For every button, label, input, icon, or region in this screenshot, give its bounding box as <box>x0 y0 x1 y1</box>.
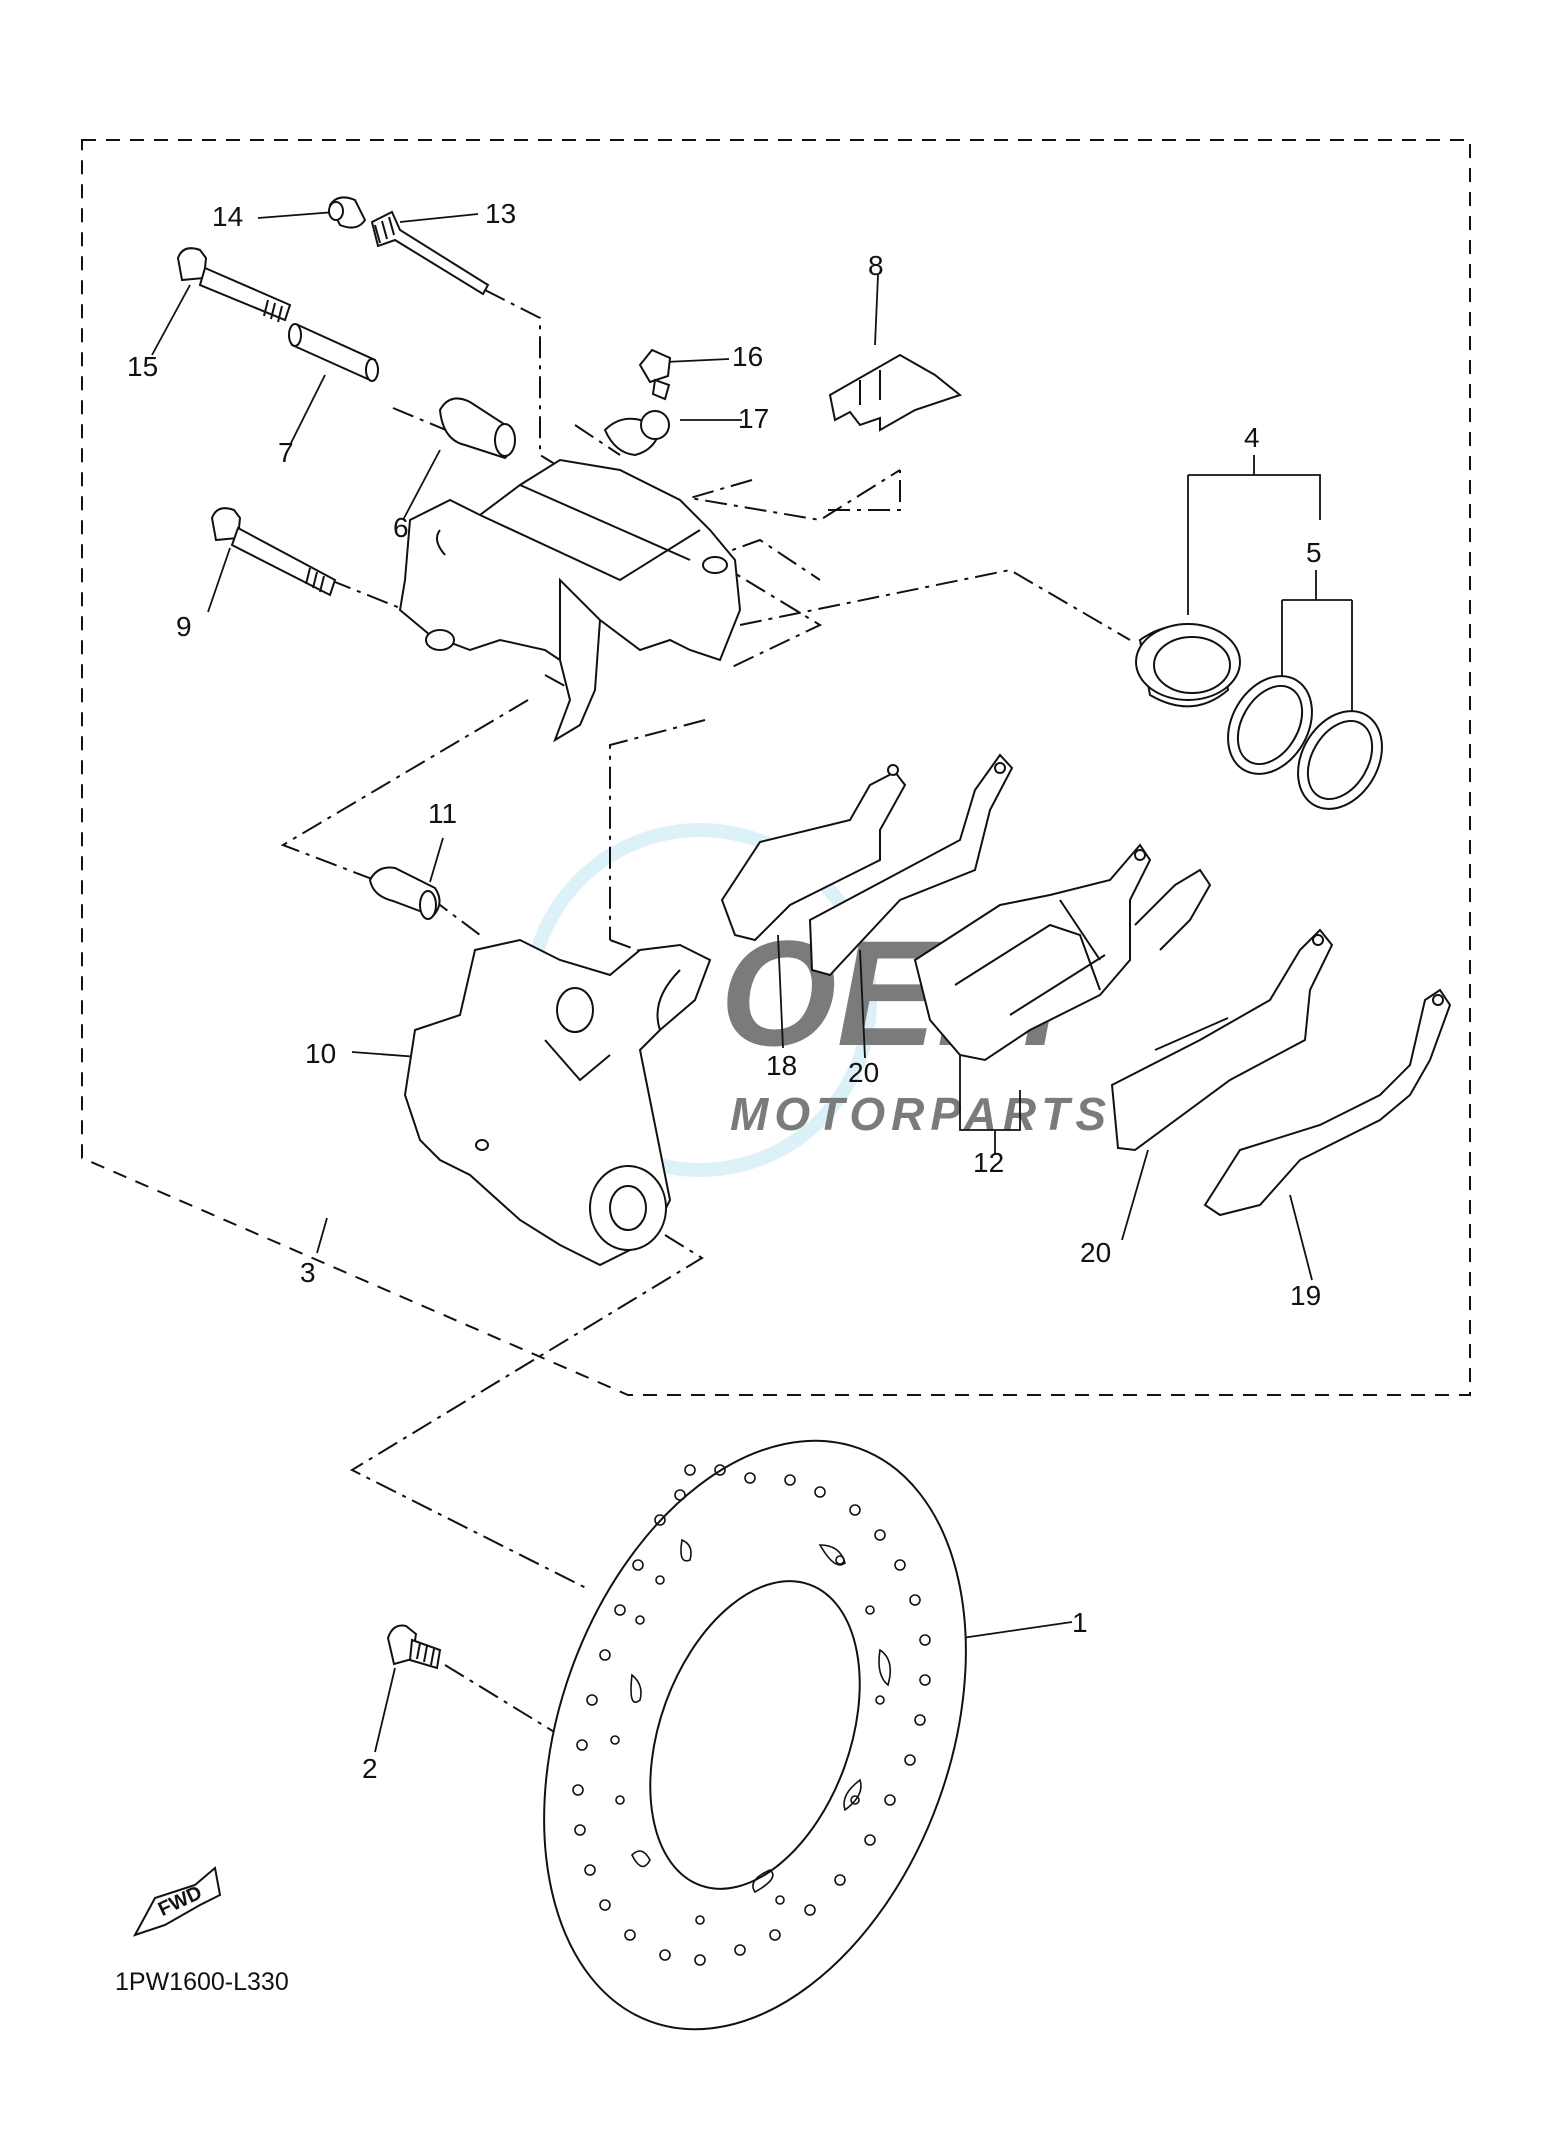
callout-9: 9 <box>176 611 192 642</box>
part-20a-pad <box>808 753 1014 977</box>
leader-lines <box>151 211 1353 1753</box>
part-5-seals <box>1227 675 1383 810</box>
disc-holes <box>572 1464 931 1966</box>
part-4-piston <box>1135 623 1241 708</box>
assembly-boundary <box>81 139 1471 1396</box>
part-9-bolt <box>210 507 337 597</box>
part-20b-pad <box>1110 928 1334 1152</box>
callout-6: 6 <box>393 512 409 543</box>
callout-4: 4 <box>1244 422 1260 453</box>
callout-10: 10 <box>305 1038 336 1069</box>
callout-1: 1 <box>1072 1607 1088 1638</box>
part-11-bushing <box>368 866 441 920</box>
part-17-cap <box>603 410 670 457</box>
part-16-bleeder <box>638 348 672 401</box>
part-13-pin <box>370 210 490 296</box>
callout-7: 7 <box>278 437 294 468</box>
callout-5: 5 <box>1306 537 1322 568</box>
part-1-brake-disc <box>543 1439 967 2031</box>
callout-20b: 20 <box>1080 1237 1111 1268</box>
part-10-bracket <box>403 938 712 1267</box>
diagram-code: 1PW1600-L330 <box>115 1968 289 1996</box>
watermark-subtitle: MOTORPARTS <box>730 1088 1112 1140</box>
part-14-cap <box>328 196 367 229</box>
callout-18: 18 <box>766 1050 797 1081</box>
callout-8: 8 <box>868 250 884 281</box>
callout-15: 15 <box>127 351 158 382</box>
callout-2: 2 <box>362 1753 378 1784</box>
callout-3: 3 <box>300 1257 316 1288</box>
part-6-bushing <box>438 397 516 460</box>
callout-20a: 20 <box>848 1057 879 1088</box>
caliper-body <box>398 458 742 743</box>
part-15-bolt <box>176 247 292 323</box>
callout-19: 19 <box>1290 1280 1321 1311</box>
callout-17: 17 <box>738 403 769 434</box>
part-2-bolt <box>386 1624 442 1670</box>
callout-11: 11 <box>428 798 457 829</box>
callout-13: 13 <box>485 198 516 229</box>
callout-12: 12 <box>973 1147 1004 1178</box>
part-12-pad-set <box>913 843 1212 1062</box>
parts <box>132 196 1452 2031</box>
callouts: 1 2 3 4 5 6 7 8 9 10 11 12 13 14 15 16 1… <box>127 198 1322 1784</box>
callout-16: 16 <box>732 341 763 372</box>
part-8-spring <box>828 353 963 432</box>
part-18-shim <box>720 770 907 942</box>
part-7-sleeve <box>288 323 379 382</box>
fwd-arrow <box>132 1866 222 1937</box>
part-19-shim <box>1203 988 1452 1217</box>
callout-14: 14 <box>212 201 243 232</box>
